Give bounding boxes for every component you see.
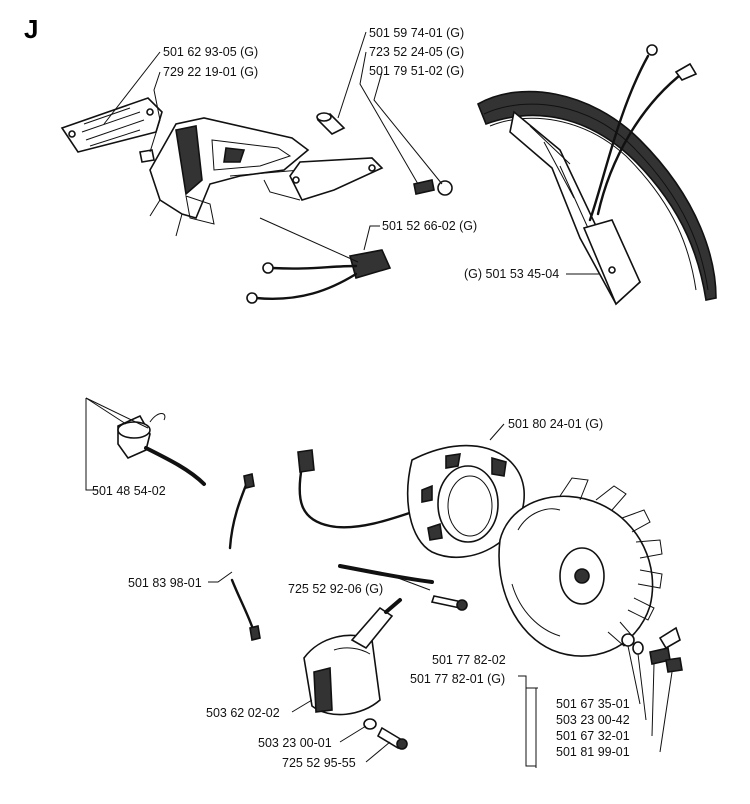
ignition-coil-drawing <box>303 598 402 716</box>
spacer-drawing <box>316 112 346 135</box>
label-501-53-45-04: (G) 501 53 45-04 <box>464 267 559 281</box>
section-letter: J <box>24 14 38 44</box>
label-501-52-66-02: 501 52 66-02 (G) <box>382 219 477 233</box>
label-503-23-00-01: 503 23 00-01 <box>258 736 332 750</box>
part-labels: 501 62 93-05 (G) 729 22 19-01 (G) 501 59… <box>92 26 630 770</box>
small-screw-drawing <box>139 149 155 163</box>
label-501-77-82-01: 501 77 82-01 (G) <box>410 672 505 686</box>
module-screw-drawing <box>430 595 468 611</box>
spark-plug-cap-drawing <box>117 413 206 486</box>
label-501-62-93-05: 501 62 93-05 (G) <box>163 45 258 59</box>
flywheel-nut-washers-drawing <box>621 626 683 673</box>
ignition-lead-drawing <box>228 473 261 641</box>
label-723-52-24-05: 723 52 24-05 (G) <box>369 45 464 59</box>
ignition-module-drawing <box>297 444 525 584</box>
leader-lines <box>85 31 673 768</box>
coil-washer-screw-drawing <box>363 718 408 750</box>
label-501-67-35-01: 501 67 35-01 <box>556 697 630 711</box>
housing-drawing <box>149 117 311 237</box>
switch-wiring-drawing <box>246 249 392 304</box>
label-501-67-32-01: 501 67 32-01 <box>556 729 630 743</box>
label-503-23-00-42: 503 23 00-42 <box>556 713 630 727</box>
label-725-52-92-06: 725 52 92-06 (G) <box>288 582 383 596</box>
flywheel-drawing <box>498 477 663 657</box>
label-501-81-99-01: 501 81 99-01 <box>556 745 630 759</box>
label-501-83-98-01: 501 83 98-01 <box>128 576 202 590</box>
coil-armature-drawing <box>476 44 717 306</box>
label-729-22-19-01: 729 22 19-01 (G) <box>163 65 258 79</box>
label-501-77-82-02: 501 77 82-02 <box>432 653 506 667</box>
label-501-79-51-02: 501 79 51-02 (G) <box>369 64 464 78</box>
label-503-62-02-02: 503 62 02-02 <box>206 706 280 720</box>
cover-plate-drawing <box>60 97 163 153</box>
label-501-80-24-01: 501 80 24-01 (G) <box>508 417 603 431</box>
label-501-48-54-02: 501 48 54-02 <box>92 484 166 498</box>
screw-washer-drawing <box>413 179 453 196</box>
label-725-52-95-55: 725 52 95-55 <box>282 756 356 770</box>
label-501-59-74-01: 501 59 74-01 (G) <box>369 26 464 40</box>
bracket-plate-drawing <box>289 157 384 201</box>
